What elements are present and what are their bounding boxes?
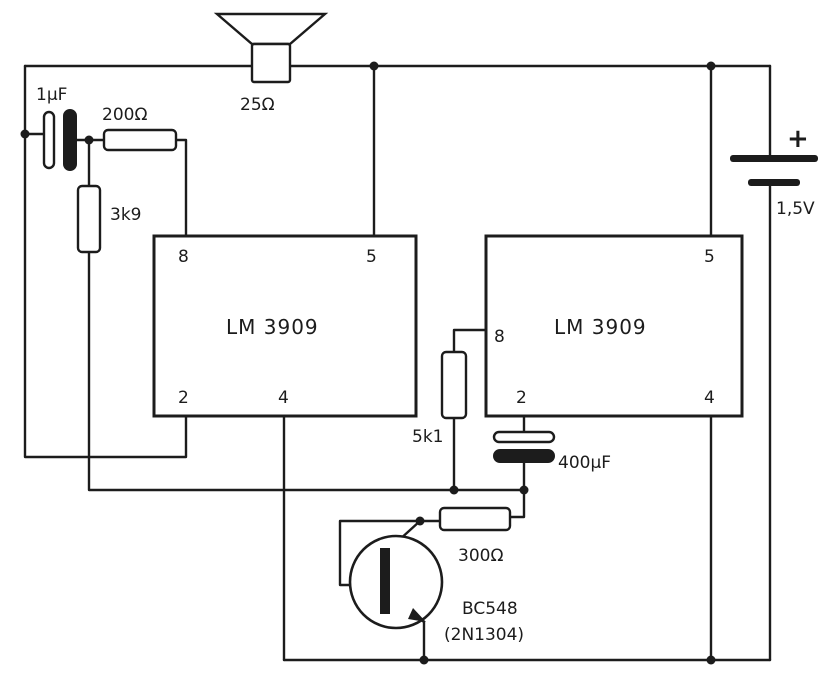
ic-left-pin4: 4 xyxy=(278,388,289,408)
junction-dot xyxy=(369,61,379,71)
res-5k1-wire xyxy=(452,328,488,492)
ic-right-name: LM 3909 xyxy=(554,315,647,339)
transistor-bc548: BC548 (2N1304) xyxy=(348,534,524,645)
transistor-base-bar xyxy=(380,548,390,614)
junction-dot xyxy=(415,516,425,526)
cap-400u-plate-solid xyxy=(493,449,555,463)
res-3k9-label: 3k9 xyxy=(110,205,141,225)
pin8-left-wire xyxy=(174,138,188,238)
battery-plus-sign: + xyxy=(787,124,809,154)
cap-400u-plate-open xyxy=(492,430,556,444)
junction-dot xyxy=(706,655,716,665)
ic-left-pin2: 2 xyxy=(178,388,189,408)
junction-dot xyxy=(20,129,30,139)
left-loop-wire xyxy=(23,64,188,459)
junctions xyxy=(20,61,716,665)
speaker-cone xyxy=(213,12,329,46)
resistor-5k1: 5k1 xyxy=(412,350,468,447)
ic-left-pin5: 5 xyxy=(366,247,377,267)
res-200-body xyxy=(102,128,178,152)
ic-right-pin5: 5 xyxy=(704,247,715,267)
resistor-300: 300Ω xyxy=(438,506,512,566)
transistor-body xyxy=(348,534,444,630)
junction-dot xyxy=(449,485,459,495)
junction-dot xyxy=(519,485,529,495)
ic-left-body xyxy=(152,234,418,418)
ic-right-body xyxy=(484,234,744,418)
junction-dot xyxy=(84,135,94,145)
capacitor-400uf: 400μF xyxy=(492,430,611,473)
cap-1u-plate-open xyxy=(42,110,56,170)
ic-right-pin8: 8 xyxy=(494,327,505,347)
cap-400u-label: 400μF xyxy=(558,453,611,473)
ic-left-name: LM 3909 xyxy=(226,315,319,339)
battery: + 1,5V xyxy=(730,124,818,219)
battery-plate-short xyxy=(748,179,800,186)
ic-right-pin2: 2 xyxy=(516,388,527,408)
wires xyxy=(23,64,772,662)
battery-voltage-label: 1,5V xyxy=(776,199,815,219)
res-3k9-wire xyxy=(87,138,526,492)
cap-1u-label: 1μF xyxy=(36,85,67,105)
transistor-type-label: BC548 xyxy=(462,599,518,619)
ic-left-pin8: 8 xyxy=(178,247,189,267)
speaker-label: 25Ω xyxy=(240,95,275,115)
resistor-200: 200Ω xyxy=(102,105,178,152)
junction-dot xyxy=(706,61,716,71)
resistor-3k9: 3k9 xyxy=(76,184,141,254)
transistor-emitter-arrow xyxy=(408,608,426,622)
capacitor-1uf: 1μF xyxy=(36,85,77,171)
ic-left: LM 3909 8 5 2 4 xyxy=(152,234,418,418)
res-300-label: 300Ω xyxy=(458,546,503,566)
cap-1u-plate-solid xyxy=(63,109,77,171)
res-5k1-body xyxy=(440,350,468,420)
speaker-magnet xyxy=(250,42,292,84)
res-300-body xyxy=(438,506,512,532)
res-3k9-body xyxy=(76,184,102,254)
battery-plate-long xyxy=(730,155,818,162)
speaker: 25Ω xyxy=(213,12,329,115)
transistor-alt-label: (2N1304) xyxy=(444,625,524,645)
junction-dot xyxy=(419,655,429,665)
ic-right-pin4: 4 xyxy=(704,388,715,408)
res-200-label: 200Ω xyxy=(102,105,147,125)
ic-right: LM 3909 8 5 2 4 xyxy=(484,234,744,418)
cap-400u-lower-wire xyxy=(508,458,526,519)
res-5k1-label: 5k1 xyxy=(412,427,443,447)
